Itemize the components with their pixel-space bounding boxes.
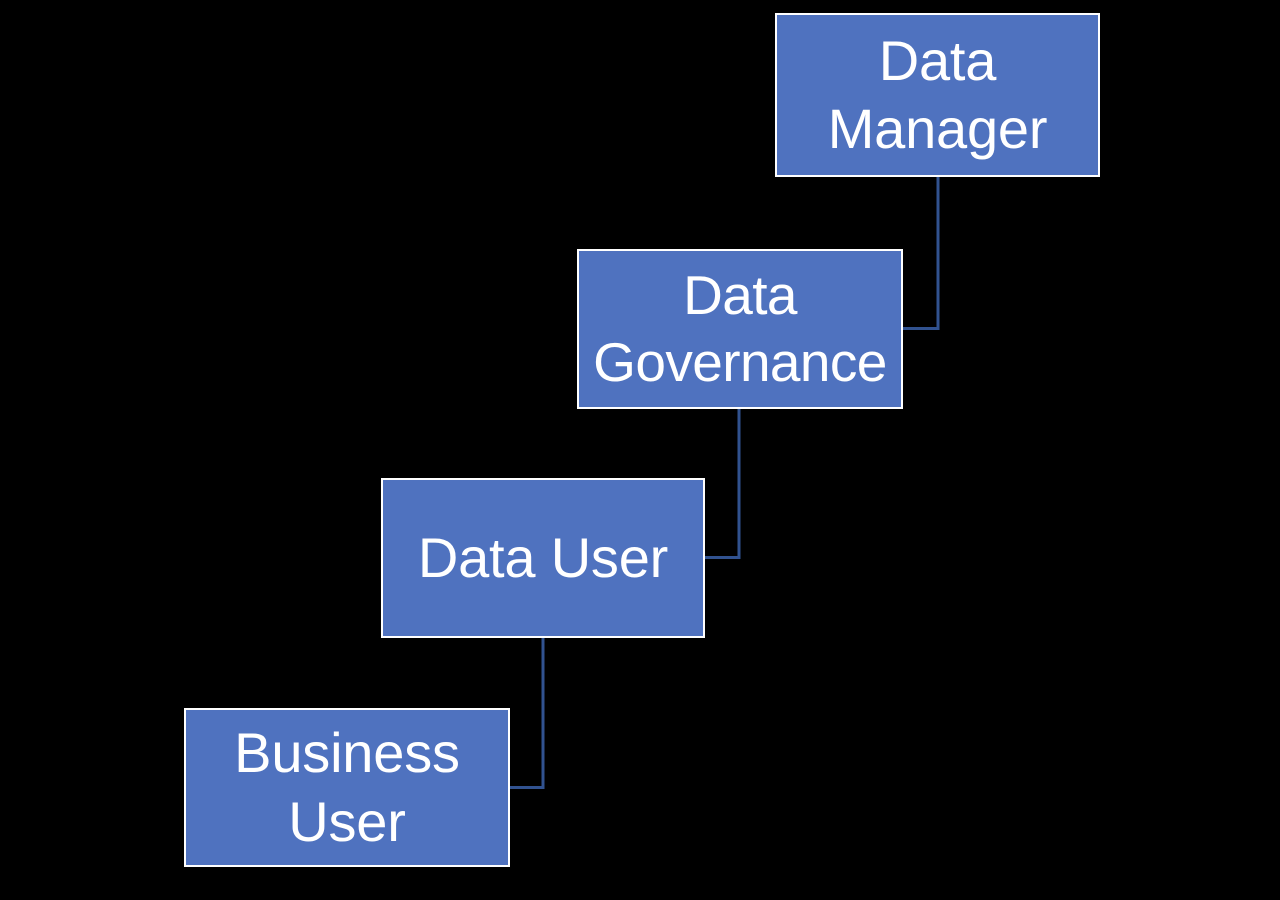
node-data-user-label: Data User [417, 525, 669, 589]
node-data-manager-label: Data Manager [827, 28, 1048, 160]
connector-data-manager-to-data-governance [901, 177, 940, 330]
connector-data-user-to-business-user [508, 638, 545, 789]
node-data-user[interactable]: Data User [381, 478, 705, 638]
connector-data-governance-to-data-user [703, 409, 741, 559]
node-data-governance[interactable]: Data Governance [577, 249, 903, 409]
node-business-user[interactable]: Business User [184, 708, 510, 867]
node-data-manager[interactable]: Data Manager [775, 13, 1100, 177]
node-data-governance-label: Data Governance [593, 263, 887, 393]
node-business-user-label: Business User [234, 721, 460, 853]
